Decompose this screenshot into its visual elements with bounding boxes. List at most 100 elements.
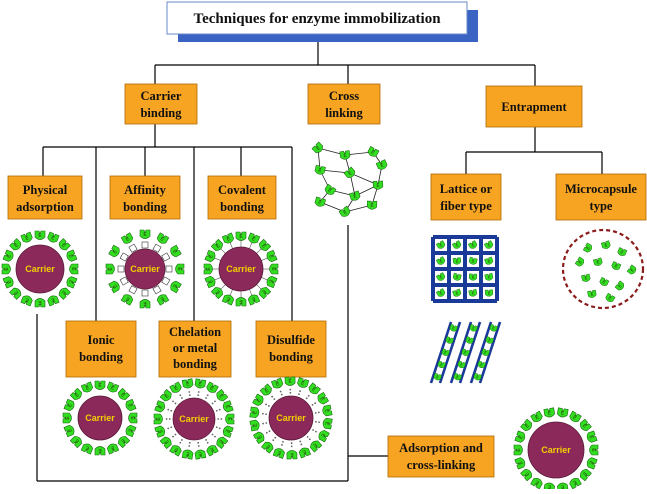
enzyme-letter: E (159, 236, 165, 243)
linker-dot (308, 438, 311, 441)
enzyme-icon: E (366, 200, 378, 210)
ligand-linker (141, 241, 149, 249)
enzyme-letter: E (439, 259, 444, 264)
enzyme-letter: E (535, 414, 541, 421)
enzyme-letter: E (197, 450, 202, 457)
enzyme-icon: E (139, 299, 151, 309)
enzyme-letter: E (163, 438, 170, 445)
linker-dot (179, 441, 182, 444)
enzyme-icon: E (153, 413, 163, 425)
enzyme-letter: E (353, 193, 358, 200)
carrier-core (77, 395, 123, 441)
enzyme-letter: E (487, 275, 491, 280)
enzyme-icon: E (317, 391, 330, 405)
enzyme-icon: E (203, 263, 213, 275)
enzyme-icon: E (223, 425, 234, 438)
linker-dot (172, 435, 174, 438)
microcapsule-line-2: type (590, 199, 613, 213)
enzyme-letter: E (50, 235, 56, 242)
enzyme-letter: E (126, 428, 133, 434)
linker-dot (168, 418, 171, 420)
enzyme-icon: E (580, 469, 592, 482)
linker-dot (218, 427, 221, 430)
enzyme-letter: E (126, 403, 133, 409)
lattice-fiber-line-1: Lattice or (440, 182, 493, 196)
carrier-core (172, 397, 216, 441)
enzyme-letter: E (98, 447, 102, 453)
enzyme-icon: E (63, 424, 75, 438)
enzyme-icon: E (589, 444, 599, 456)
fiber-strand (438, 321, 462, 384)
enzyme-icon: E (461, 348, 471, 356)
linker-dot (265, 413, 267, 416)
enzyme-letter: E (311, 442, 318, 449)
linker-dot (307, 394, 310, 397)
enzyme-icon: E (435, 256, 446, 265)
enzyme-letter: E (70, 267, 76, 271)
chelation-line-1: Chelation (169, 325, 221, 339)
enzyme-icon: E (611, 261, 622, 270)
linker-dot (215, 426, 218, 429)
chelation-rect (158, 320, 232, 378)
linker-dot (197, 391, 200, 393)
enzyme-letter: E (471, 259, 475, 264)
enzyme-icon: E (9, 287, 22, 300)
enzyme-letter: E (260, 288, 267, 295)
ligand-linker (141, 289, 149, 297)
physical-adsorption-box: Physical adsorption (7, 175, 83, 220)
enzyme-letter: E (24, 296, 30, 303)
enzyme-icon: E (569, 410, 582, 422)
linker-dot (181, 397, 183, 399)
microcapsule-rect (555, 173, 647, 221)
enzyme-icon: E (169, 445, 182, 457)
enzyme-icon: E (520, 469, 532, 482)
enzyme-letter: E (125, 236, 131, 243)
enzyme-icon: E (156, 294, 170, 306)
enzyme-icon: E (118, 436, 131, 449)
enzyme-letter: E (110, 385, 116, 392)
enzyme-letter: E (608, 295, 613, 301)
enzyme-icon: E (557, 482, 569, 493)
linker-dot (262, 422, 265, 425)
enzyme-letter: E (439, 243, 444, 248)
enzyme-letter: E (198, 381, 203, 388)
enzyme-icon: E (259, 383, 272, 396)
enzyme-icon: E (194, 378, 207, 389)
enzyme-letter: E (319, 432, 326, 438)
enzyme-icon: E (269, 263, 279, 275)
enzyme-icon: E (159, 389, 172, 402)
enzyme-icon: E (530, 410, 543, 422)
linker-dot (299, 440, 302, 443)
enzyme-letter: E (252, 422, 259, 427)
adsorption-crosslinking-box: Adsorption and cross-linking (387, 435, 495, 478)
lattice-fiber-line-2: fiber type (440, 199, 492, 213)
enzyme-icon: E (221, 232, 235, 244)
enzyme-icon: E (249, 406, 260, 419)
enzyme-letter: E (323, 421, 330, 426)
enzyme-letter: E (456, 375, 460, 380)
enzyme-letter: E (74, 392, 81, 399)
enzyme-icon: E (80, 381, 94, 393)
enzyme-icon: E (206, 445, 219, 457)
enzyme-icon: E (204, 275, 216, 289)
enzyme-letter: E (275, 381, 281, 388)
enzyme-letter: E (226, 417, 232, 421)
enzyme-letter: E (6, 253, 13, 259)
enzyme-icon: E (485, 336, 495, 344)
enzyme-icon: E (47, 295, 60, 307)
enzyme-letter: E (157, 428, 164, 434)
fiber-strand (469, 321, 493, 384)
linker-dot (170, 426, 173, 429)
ligand-linker (152, 285, 162, 295)
enzyme-letter: E (215, 288, 222, 295)
enzyme-letter: E (581, 423, 588, 430)
enzyme-letter: E (444, 351, 448, 356)
enzyme-letter: E (239, 298, 243, 304)
